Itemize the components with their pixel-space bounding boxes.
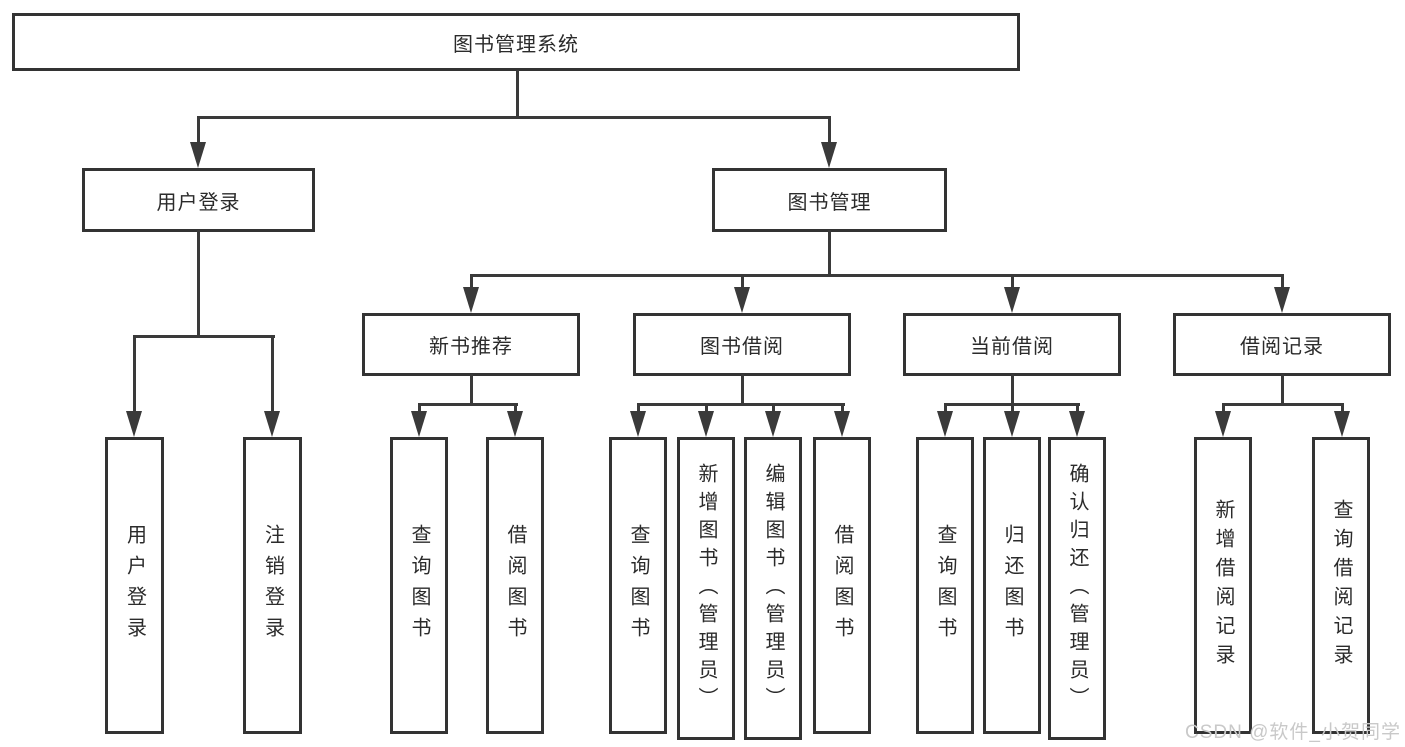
leaf-borrow-books-recommend: 借阅图书 [486, 437, 544, 734]
connector-to-borrow-records [1281, 274, 1284, 290]
connector-user-login-stem [197, 230, 200, 336]
leaf-confirm-return-admin: 确认归还（管理员） [1048, 437, 1106, 740]
leaf-borrow-books-borrow: 借阅图书 [813, 437, 871, 734]
arrow-down-icon [630, 411, 646, 437]
connector-leaf [1076, 403, 1079, 413]
connector-leaf [418, 403, 421, 413]
leaf-query-books-current: 查询图书 [916, 437, 974, 734]
leaf-query-books-recommend: 查询图书 [390, 437, 448, 734]
connector-leaf [944, 403, 947, 413]
arrow-down-icon [1274, 287, 1290, 313]
node-user-login: 用户登录 [82, 168, 315, 232]
arrow-down-icon [411, 411, 427, 437]
node-current-borrow: 当前借阅 [903, 313, 1121, 376]
arrow-down-icon [1334, 411, 1350, 437]
connector-leaf [841, 403, 844, 413]
connector-leaf [1011, 403, 1014, 413]
node-book-borrow: 图书借阅 [633, 313, 851, 376]
connector-to-new-books [470, 274, 473, 290]
arrow-down-icon [821, 142, 837, 168]
node-root: 图书管理系统 [12, 13, 1020, 71]
node-new-book-recommend: 新书推荐 [362, 313, 580, 376]
connector-to-book-borrow [741, 274, 744, 290]
connector-borrow-records-split [1222, 403, 1344, 406]
connector-to-current-borrow [1011, 274, 1014, 290]
connector-root-stem [516, 70, 519, 118]
connector-root-split [197, 116, 831, 119]
connector-new-books-stem [470, 374, 473, 405]
leaf-add-book-admin: 新增图书（管理员） [677, 437, 735, 740]
connector-book-mgmt-split [470, 274, 1284, 277]
connector-user-login-split [133, 335, 275, 338]
node-borrow-records: 借阅记录 [1173, 313, 1391, 376]
connector-to-book-management [828, 116, 831, 146]
arrow-down-icon [834, 411, 850, 437]
leaf-edit-book-admin: 编辑图书（管理员） [744, 437, 802, 740]
leaf-logout: 注销登录 [243, 437, 302, 734]
arrow-down-icon [1069, 411, 1085, 437]
connector-current-borrow-stem [1011, 374, 1014, 405]
arrow-down-icon [937, 411, 953, 437]
connector-to-leaf-user-login [133, 335, 136, 415]
connector-leaf [514, 403, 517, 413]
node-book-management: 图书管理 [712, 168, 947, 232]
arrow-down-icon [734, 287, 750, 313]
arrow-down-icon [1215, 411, 1231, 437]
connector-leaf [1341, 403, 1344, 413]
leaf-query-books-borrow: 查询图书 [609, 437, 667, 734]
connector-leaf [1222, 403, 1225, 413]
arrow-down-icon [126, 411, 142, 437]
connector-new-books-split [418, 403, 518, 406]
connector-leaf [772, 403, 775, 413]
connector-book-borrow-stem [741, 374, 744, 405]
leaf-user-login: 用户登录 [105, 437, 164, 734]
arrow-down-icon [463, 287, 479, 313]
arrow-down-icon [190, 142, 206, 168]
arrow-down-icon [1004, 411, 1020, 437]
connector-book-borrow-split [637, 403, 845, 406]
leaf-query-borrow-record: 查询借阅记录 [1312, 437, 1370, 734]
leaf-add-borrow-record: 新增借阅记录 [1194, 437, 1252, 734]
connector-to-leaf-logout [271, 335, 274, 415]
arrow-down-icon [765, 411, 781, 437]
connector-leaf [637, 403, 640, 413]
leaf-return-book: 归还图书 [983, 437, 1041, 734]
arrow-down-icon [698, 411, 714, 437]
arrow-down-icon [507, 411, 523, 437]
connector-leaf [705, 403, 708, 413]
connector-book-mgmt-stem [828, 230, 831, 276]
arrow-down-icon [264, 411, 280, 437]
connector-borrow-records-stem [1281, 374, 1284, 405]
connector-to-user-login [197, 116, 200, 146]
arrow-down-icon [1004, 287, 1020, 313]
